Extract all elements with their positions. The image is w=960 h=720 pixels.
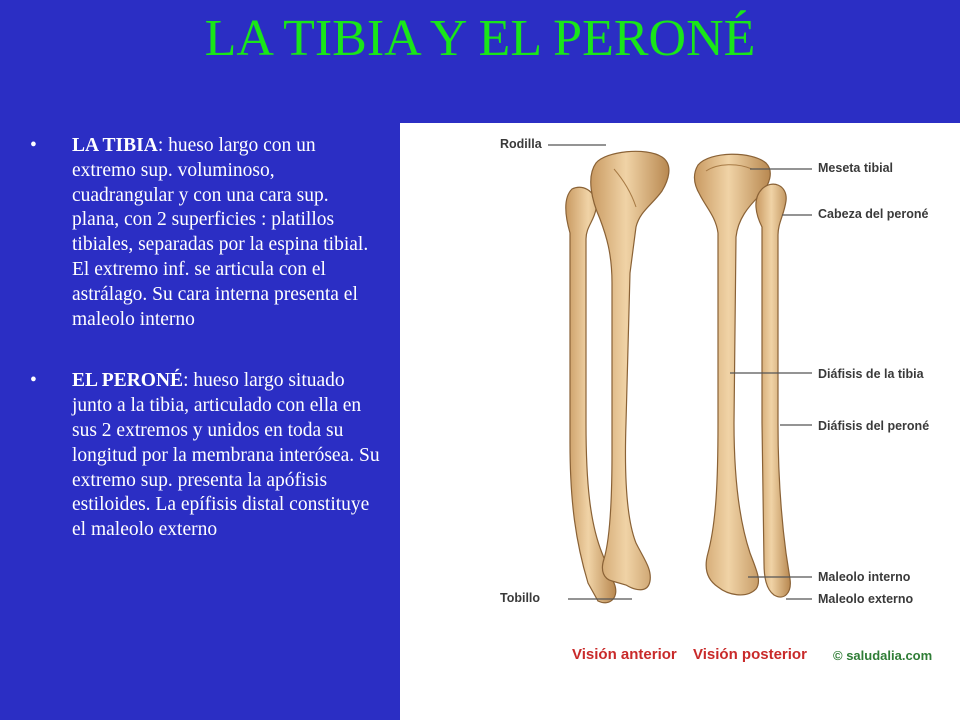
bullet-perone: • EL PERONÉ: hueso largo situado junto a…	[30, 369, 380, 543]
bones-illustration	[548, 144, 812, 604]
bullet-term-tibia: LA TIBIA	[72, 135, 158, 156]
label-meseta-tibial: Meseta tibial	[818, 161, 894, 175]
anterior-view	[565, 150, 670, 604]
label-diafisis-tibia: Diáfisis de la tibia	[818, 367, 924, 381]
bullet-text-tibia: : hueso largo con un extremo sup. volumi…	[72, 135, 369, 330]
caption-vision-posterior: Visión posterior	[693, 646, 807, 663]
label-tobillo: Tobillo	[500, 591, 541, 605]
bullet-tibia: • LA TIBIA: hueso largo con un extremo s…	[30, 134, 380, 332]
label-diafisis-perone: Diáfisis del peroné	[818, 419, 930, 433]
label-maleolo-externo: Maleolo externo	[818, 592, 914, 606]
label-cabeza-perone: Cabeza del peroné	[818, 207, 929, 221]
fibula-posterior	[755, 183, 791, 598]
anatomy-figure: Rodilla Tobillo Meseta tibial Cabeza del…	[400, 123, 960, 720]
fibula-anterior	[565, 186, 617, 604]
bullet-dot-icon: •	[30, 135, 37, 156]
leader-lines	[548, 144, 812, 600]
tibia-anterior	[590, 150, 670, 591]
bullet-term-perone: EL PERONÉ	[72, 370, 184, 392]
label-rodilla: Rodilla	[500, 137, 542, 151]
bullet-dot-icon: •	[30, 370, 37, 392]
slide-title: LA TIBIA Y EL PERONÉ	[204, 10, 756, 67]
posterior-view	[693, 153, 791, 598]
bullet-text-perone: : hueso largo situado junto a la tibia, …	[72, 370, 380, 541]
bullet-list: • LA TIBIA: hueso largo con un extremo s…	[30, 134, 380, 543]
caption-vision-anterior: Visión anterior	[572, 646, 677, 663]
label-maleolo-interno: Maleolo interno	[818, 570, 911, 584]
credit-saludalia: © saludalia.com	[833, 648, 933, 663]
